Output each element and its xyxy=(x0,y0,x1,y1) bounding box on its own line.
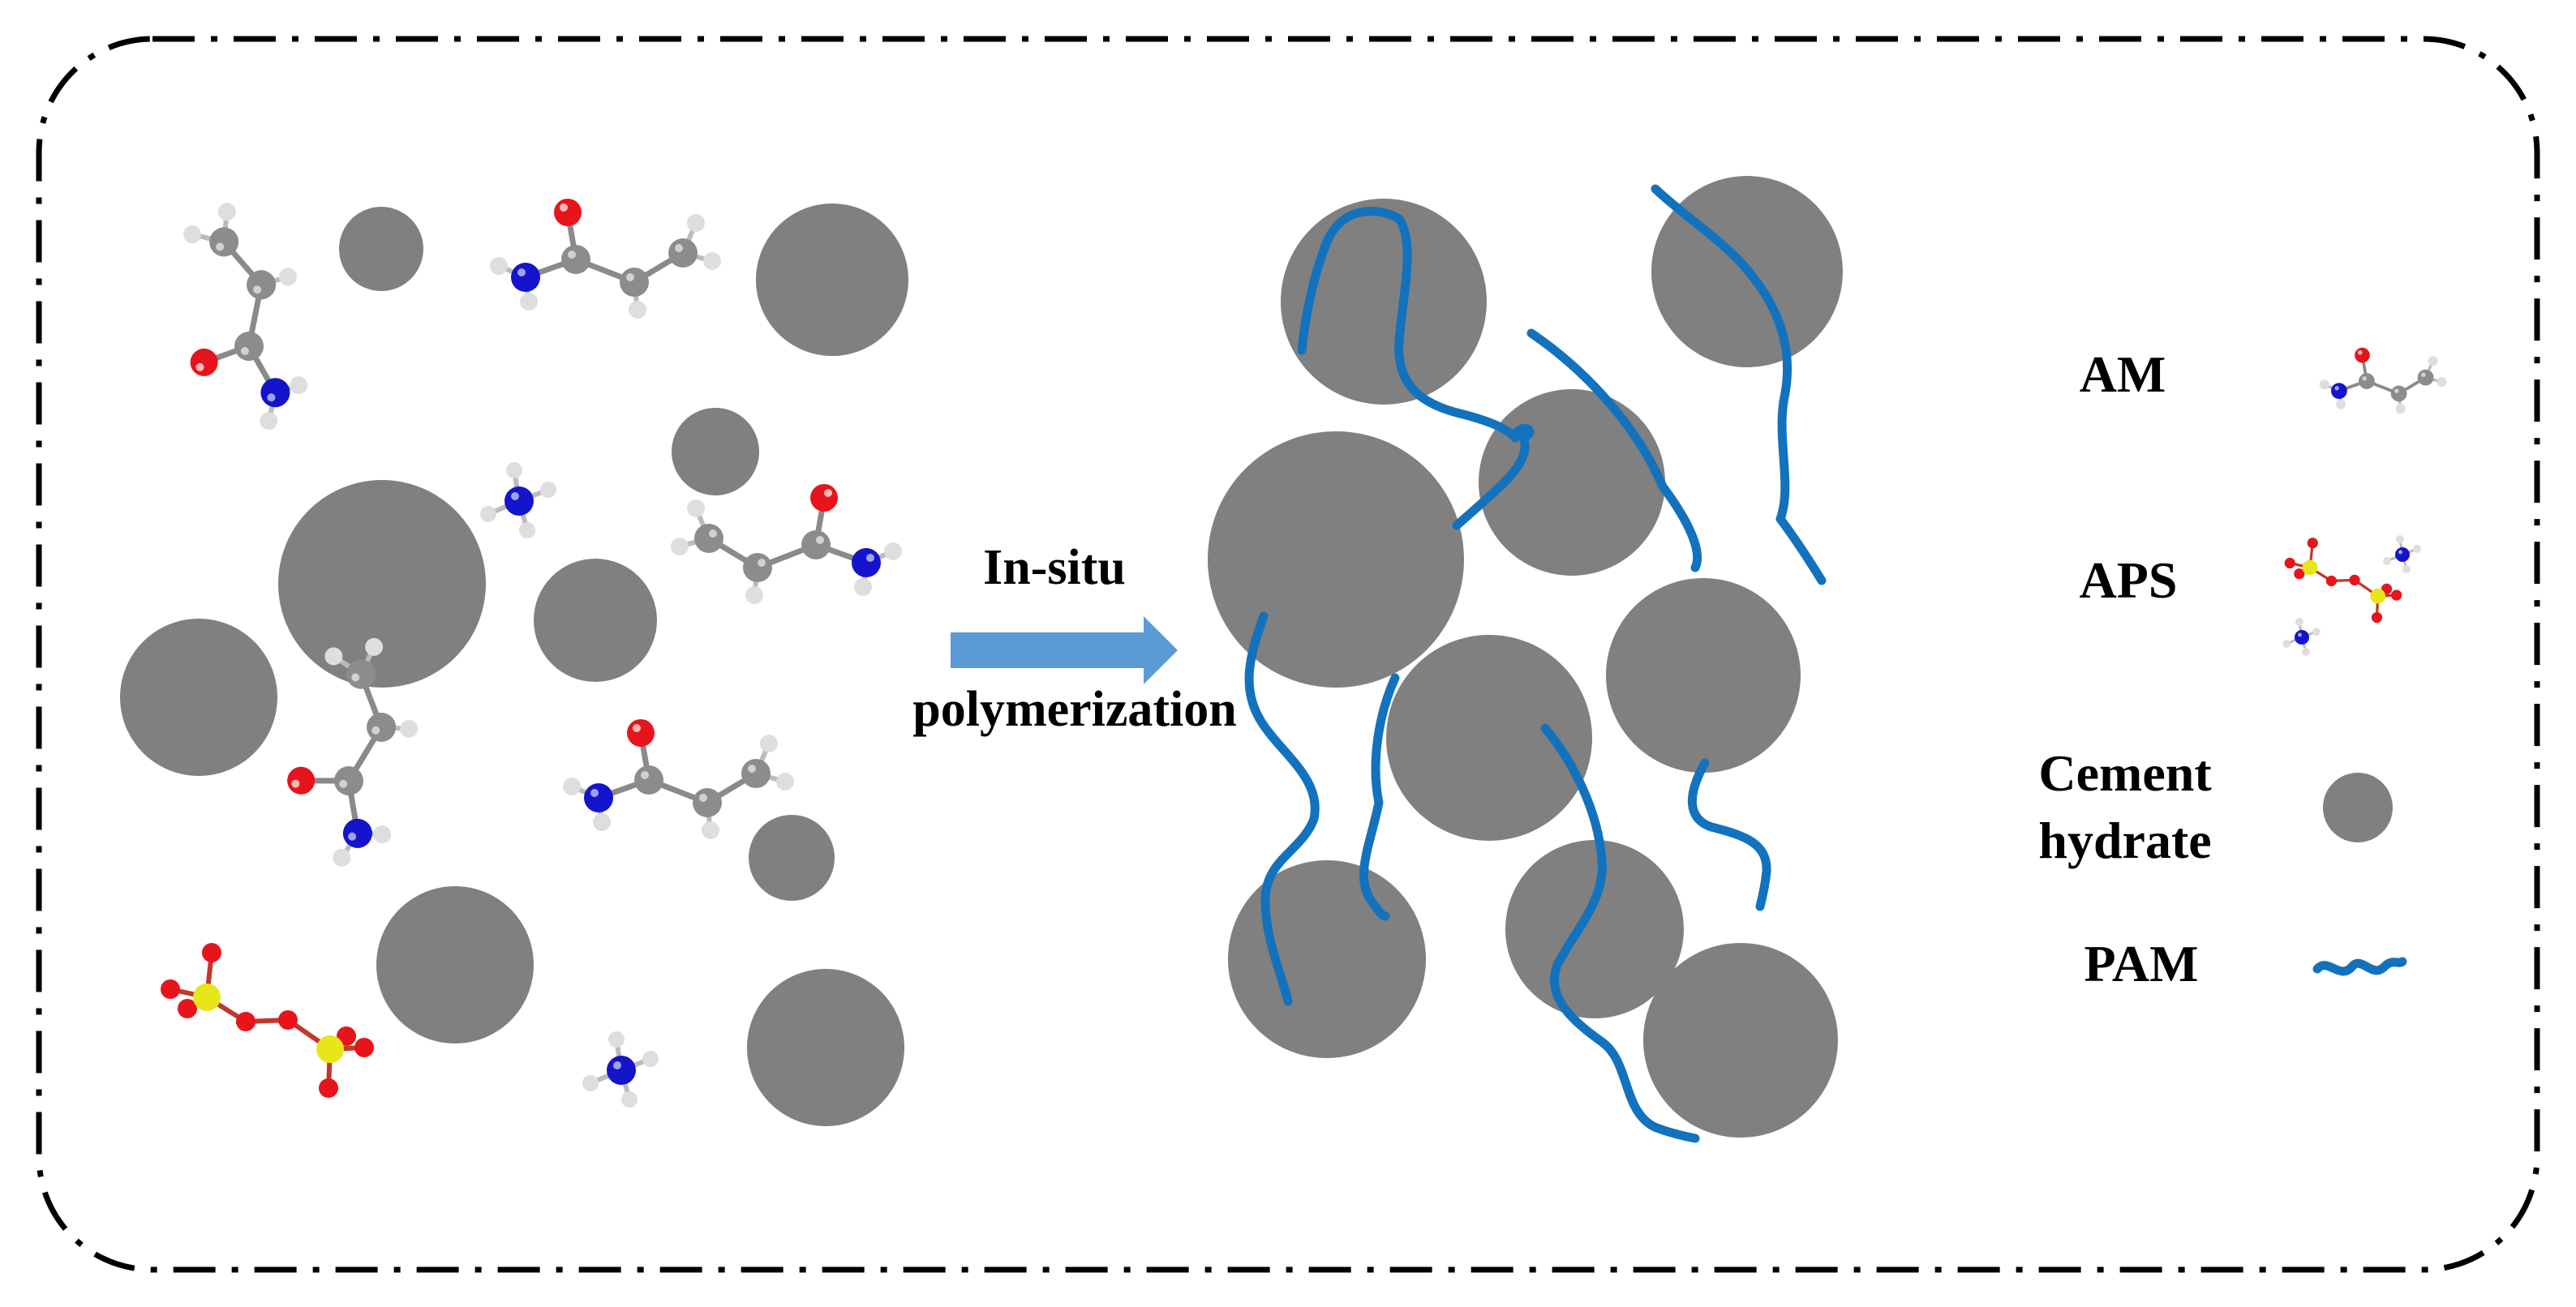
pam-chain xyxy=(1297,207,1520,443)
process-label-line1: In-situ xyxy=(983,540,1126,595)
cement-particle xyxy=(1228,860,1426,1058)
cement-particle xyxy=(672,408,759,495)
cement-particle xyxy=(749,815,835,901)
acrylamide-molecule xyxy=(490,199,721,319)
pam-chain xyxy=(1452,424,1535,530)
legend-cement-label-line1: Cement xyxy=(2038,744,2212,802)
cement-particle xyxy=(747,969,904,1126)
cement-particle xyxy=(1643,943,1838,1138)
legend-aps-label: APS xyxy=(2080,551,2178,609)
legend-pam-label: PAM xyxy=(2084,935,2199,992)
cement-particle xyxy=(756,204,908,356)
legend-cement-label-line2: hydrate xyxy=(2038,812,2211,869)
cement-particle xyxy=(376,886,534,1043)
cement-particle xyxy=(534,559,657,682)
ammonium-ion xyxy=(582,1031,659,1108)
process-arrow xyxy=(951,616,1178,684)
acrylamide-molecule xyxy=(671,484,902,604)
pam-chain xyxy=(1687,758,1771,911)
cement-particle xyxy=(278,480,486,688)
cement-particle xyxy=(1386,635,1592,841)
acrylamide-molecule xyxy=(563,719,794,839)
cement-particle xyxy=(339,207,423,291)
dash-dot-border xyxy=(36,36,2540,1273)
pam-chain xyxy=(1651,184,1827,585)
legend-am-label: AM xyxy=(2080,345,2166,403)
cement-particle xyxy=(1281,199,1487,405)
pam-chain xyxy=(1359,673,1400,921)
blue-wavy-chain-icon xyxy=(2312,957,2407,976)
gray-particle-icon xyxy=(2323,773,2393,842)
legend: AM APS Cement hydrate PAM xyxy=(2038,345,2449,992)
pam-chain xyxy=(1540,723,1700,1143)
acrylamide-molecule xyxy=(164,193,322,441)
acrylamide-molecule-icon xyxy=(2317,345,2449,416)
pam-chain xyxy=(1526,328,1702,572)
cement-particle xyxy=(120,619,277,776)
cement-particle xyxy=(1505,840,1684,1018)
cement-particle xyxy=(1208,431,1464,688)
left-cement-particles xyxy=(120,204,908,1126)
process-label-line2: polymerization xyxy=(912,682,1237,737)
pam-polymer-chains xyxy=(1244,184,1827,1143)
persulfate-ion xyxy=(161,943,374,1098)
pam-chain xyxy=(1244,611,1320,1006)
ammonium-ion xyxy=(480,462,556,538)
cement-particle xyxy=(1606,578,1801,773)
ammonium-persulfate-molecule-icon xyxy=(2281,534,2423,658)
